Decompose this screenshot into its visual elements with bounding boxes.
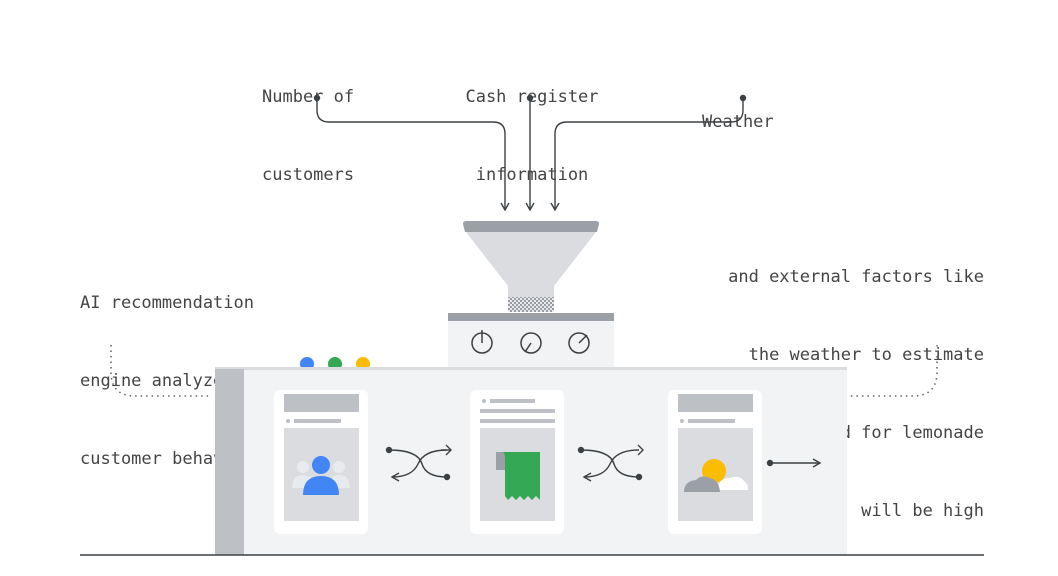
funnel-filter [508, 297, 554, 312]
cash-register-label-line1: Cash register [465, 87, 599, 107]
receipt-panel-line3 [480, 419, 555, 423]
gauge-knob-icon [568, 332, 590, 354]
receipt-panel-line1 [490, 399, 535, 403]
weather-panel [668, 390, 762, 534]
cash-register-label-line2: information [475, 165, 589, 185]
customers-label: Number of customers [262, 32, 354, 214]
customers-panel-bullet [286, 419, 290, 423]
weather-label-line1: Weather [702, 112, 774, 132]
weather-panel-bullet [680, 419, 684, 423]
weather-panel-header [678, 394, 753, 412]
customers-connector-line [316, 98, 510, 212]
customers-panel-line [294, 419, 341, 423]
left-caption-line1: AI recommendation [80, 293, 254, 313]
receipt-panel-line2 [480, 409, 555, 413]
dial-knob-icon [520, 332, 542, 354]
receipt-panel [470, 390, 564, 534]
customers-label-line1: Number of [262, 87, 355, 107]
funnel-machine [448, 221, 614, 367]
left-dotted-bracket [110, 345, 212, 397]
weather-label: Weather [702, 57, 774, 161]
weather-panel-line [688, 419, 735, 423]
funnel-body [466, 232, 596, 312]
power-knob-icon [471, 330, 493, 354]
right-caption-line2: the weather to estimate [748, 345, 984, 365]
cash-register-label: Cash register information [452, 32, 612, 214]
funnel-rim [463, 221, 599, 232]
customers-panel-header [284, 394, 359, 412]
customers-panel-screen [284, 428, 359, 521]
left-caption-line2: engine analyzes [80, 371, 234, 391]
shuffle-arrows-icon [577, 444, 644, 482]
customers-panel [274, 390, 368, 534]
machine-top-plate [448, 313, 614, 321]
input-connectors [313, 94, 747, 212]
receipt-icon [496, 452, 540, 500]
output-arrow [766, 458, 822, 468]
receipt-panel-bullet [482, 399, 486, 403]
right-caption-line4: will be high [861, 501, 984, 521]
right-dotted-bracket [850, 345, 938, 397]
weather-connector-line [550, 98, 744, 212]
sun-cloud-icon [684, 459, 749, 492]
customers-icon [292, 456, 350, 495]
right-caption-line1: and external factors like [728, 267, 984, 287]
counter-side-panel [215, 369, 244, 555]
counter-top-edge [215, 367, 847, 370]
shuffle-arrows-icon [385, 444, 452, 482]
customers-label-line2: customers [262, 165, 355, 185]
